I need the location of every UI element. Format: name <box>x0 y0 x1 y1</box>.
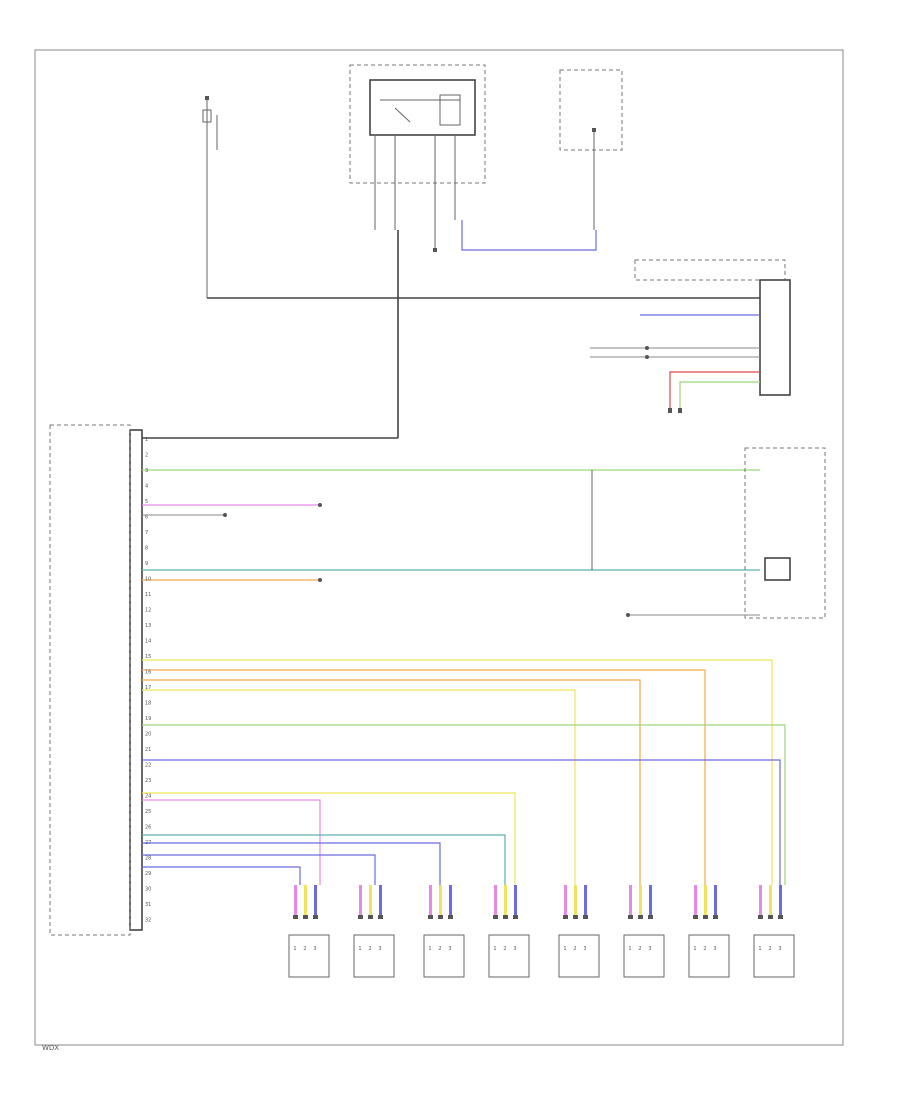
pdc-pin-27: 27 <box>145 840 151 846</box>
sensor-pin-2: 2 <box>438 946 441 952</box>
sensor-pin-1: 1 <box>628 946 631 952</box>
pdc-pin-32: 32 <box>145 918 151 924</box>
pdc-pin-8: 8 <box>145 546 148 552</box>
sensor-pin-3: 3 <box>713 946 716 952</box>
sensor-group: 1 2 3 1 2 3 1 2 3 1 2 3 1 2 3 1 2 3 1 2 3 1 2 3 <box>288 885 795 978</box>
central-junction-box <box>461 69 623 251</box>
pdc-pin-6: 6 <box>145 515 148 521</box>
sensor-pin-2: 2 <box>303 946 306 952</box>
parking-aid-module-connector <box>49 298 399 936</box>
pdc-pin-16: 16 <box>145 670 151 676</box>
pdc-pin-31: 31 <box>145 902 151 908</box>
pdc-pin-5: 5 <box>145 499 148 505</box>
pdc-pin-2: 2 <box>145 453 148 459</box>
pdc-pin-12: 12 <box>145 608 151 614</box>
pdc-pin-22: 22 <box>145 763 151 769</box>
pdc-pin-15: 15 <box>145 654 151 660</box>
sensor-pin-1: 1 <box>563 946 566 952</box>
diagram-border <box>34 49 844 1046</box>
pdc-pin-9: 9 <box>145 561 148 567</box>
pdc-pin-18: 18 <box>145 701 151 707</box>
pdc-pin-23: 23 <box>145 778 151 784</box>
sensor-pin-2: 2 <box>573 946 576 952</box>
parking-aid-camera-module <box>398 259 791 413</box>
sensor-pin-3: 3 <box>648 946 651 952</box>
fuse-feed-top-left <box>202 96 398 299</box>
parking-sensor-3: 1 2 3 <box>423 885 465 978</box>
pdc-pin-19: 19 <box>145 716 151 722</box>
footer-code: WDX <box>42 1044 59 1052</box>
pdc-pin-30: 30 <box>145 887 151 893</box>
parking-sensor-1: 1 2 3 <box>288 885 330 978</box>
sensor-pin-2: 2 <box>638 946 641 952</box>
pdc-pin-1: 1 <box>145 437 148 443</box>
pdc-pin-10: 10 <box>145 577 151 583</box>
pdc-pin-29: 29 <box>145 871 151 877</box>
pdc-pin-24: 24 <box>145 794 151 800</box>
sensor-pin-3: 3 <box>313 946 316 952</box>
sensor-pin-3: 3 <box>513 946 516 952</box>
parking-sensor-2: 1 2 3 <box>353 885 395 978</box>
parking-sensor-7: 1 2 3 <box>688 885 730 978</box>
parking-sensor-6: 1 2 3 <box>623 885 665 978</box>
pdc-pin-20: 20 <box>145 732 151 738</box>
sensor-pin-3: 3 <box>378 946 381 952</box>
pdc-pin-26: 26 <box>145 825 151 831</box>
pdc-pin-7: 7 <box>145 530 148 536</box>
relay-box <box>349 64 486 298</box>
pdc-pin-21: 21 <box>145 747 151 753</box>
pdc-pin-25: 25 <box>145 809 151 815</box>
sensor-pin-3: 3 <box>778 946 781 952</box>
sensor-pin-2: 2 <box>368 946 371 952</box>
sensor-pin-2: 2 <box>703 946 706 952</box>
pdc-pin-17: 17 <box>145 685 151 691</box>
sensor-pin-2: 2 <box>503 946 506 952</box>
sensor-pin-3: 3 <box>583 946 586 952</box>
pdc-pin-28: 28 <box>145 856 151 862</box>
sensor-pin-1: 1 <box>428 946 431 952</box>
pdc-pin-4: 4 <box>145 484 148 490</box>
sensor-pin-2: 2 <box>768 946 771 952</box>
sensor-harness <box>142 659 786 885</box>
pdc-pin-13: 13 <box>145 623 151 629</box>
sensor-pin-1: 1 <box>693 946 696 952</box>
pdc-pin-11: 11 <box>145 592 151 598</box>
parking-sensor-5: 1 2 3 <box>558 885 600 978</box>
upper-harness <box>142 447 826 619</box>
sensor-pin-1: 1 <box>493 946 496 952</box>
sensor-pin-3: 3 <box>448 946 451 952</box>
sensor-pin-1: 1 <box>293 946 296 952</box>
parking-sensor-8: 1 2 3 <box>753 885 795 978</box>
pdc-pin-14: 14 <box>145 639 151 645</box>
parking-sensor-4: 1 2 3 <box>488 885 530 978</box>
sensor-pin-1: 1 <box>758 946 761 952</box>
pdc-pin-3: 3 <box>145 468 148 474</box>
sensor-pin-1: 1 <box>358 946 361 952</box>
